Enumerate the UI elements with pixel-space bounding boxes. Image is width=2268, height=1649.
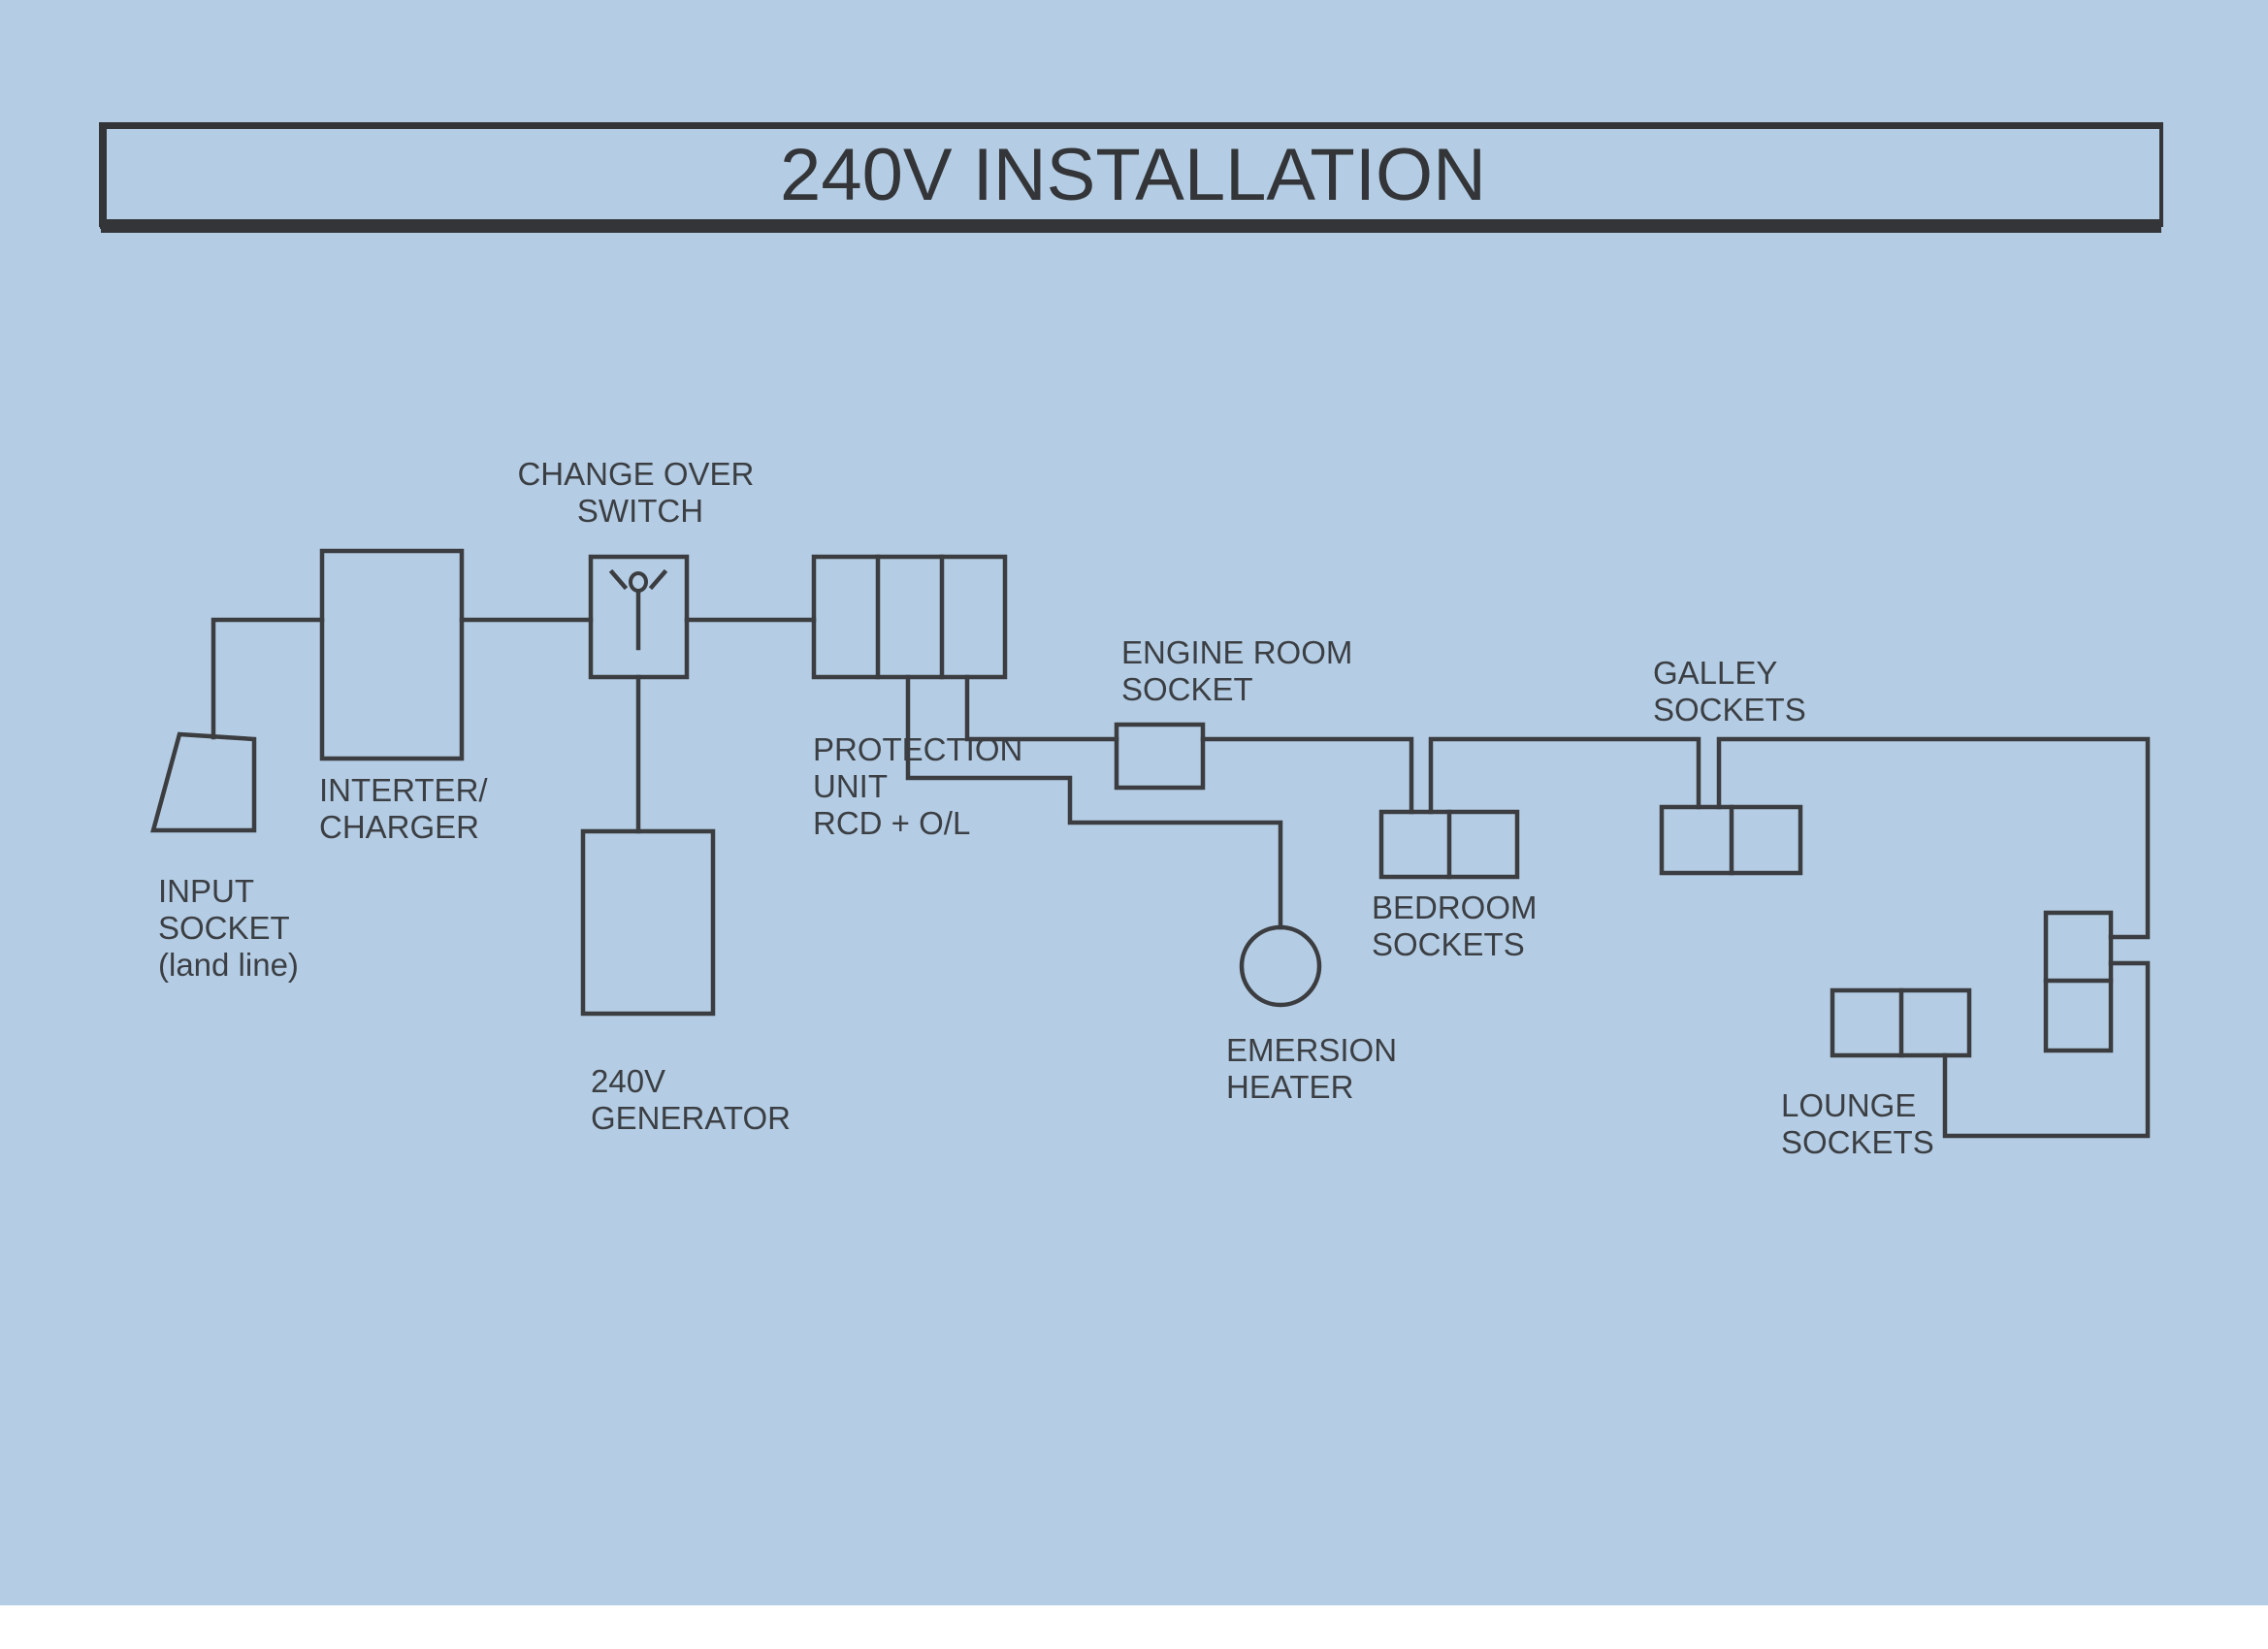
- title-banner: 240V INSTALLATION: [99, 122, 2163, 233]
- lounge-vertical-sockets-symbol: [2043, 910, 2114, 1053]
- lounge-sockets-label: LOUNGE SOCKETS: [1781, 1087, 1934, 1160]
- engine-room-socket-label: ENGINE ROOM SOCKET: [1121, 634, 1362, 707]
- generator-label: 240V GENERATOR: [591, 1063, 791, 1136]
- wiring-diagram: 240V INSTALLATION INPUT SOCKET (land lin…: [99, 122, 2163, 1160]
- generator-box: [580, 828, 716, 1017]
- galley-sockets-label: GALLEY SOCKETS: [1653, 655, 1806, 728]
- input-socket-label: INPUT SOCKET (land line): [158, 873, 299, 983]
- input-socket-symbol: [150, 731, 257, 833]
- protection-unit-label: PROTECTION UNIT RCD + O/L: [813, 731, 1032, 841]
- galley-sockets-symbol: [1659, 804, 1803, 876]
- inverter-charger-label: INTERTER/ CHARGER: [319, 772, 497, 845]
- lounge-sockets-symbol: [1830, 987, 1972, 1058]
- protection-unit-symbol: [811, 554, 1008, 680]
- bedroom-sockets-label: BEDROOM SOCKETS: [1372, 889, 1546, 962]
- change-over-switch-label: CHANGE OVER SWITCH: [517, 456, 762, 529]
- inverter-charger-box: [319, 548, 465, 761]
- change-over-switch-symbol: [588, 554, 690, 680]
- bedroom-sockets-symbol: [1378, 809, 1520, 880]
- page-title: 240V INSTALLATION: [780, 134, 1486, 216]
- wiring: [211, 617, 2151, 1139]
- emersion-heater-symbol: [1239, 924, 1322, 1008]
- paper-sheet: 240V INSTALLATION INPUT SOCKET (land lin…: [0, 0, 2268, 1605]
- emersion-heater-label: EMERSION HEATER: [1226, 1032, 1406, 1105]
- engine-room-socket-box: [1114, 722, 1206, 791]
